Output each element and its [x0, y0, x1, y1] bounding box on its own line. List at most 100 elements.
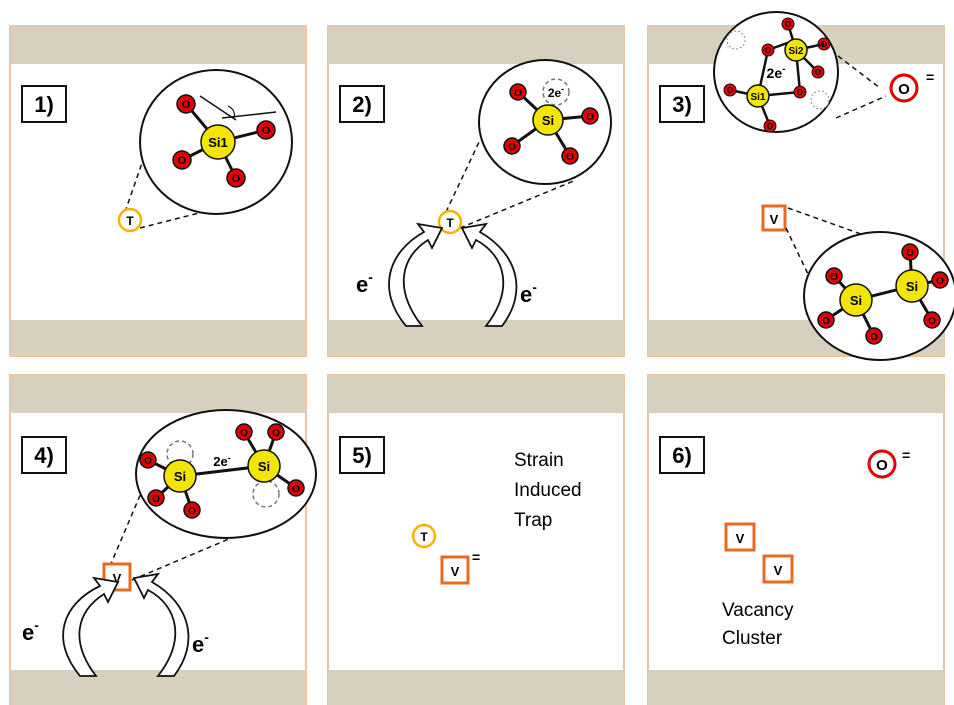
caption-line: Induced: [514, 480, 582, 501]
silicon-atom: [746, 84, 770, 108]
two-electron-label: 2e-: [548, 84, 564, 100]
svg-text:O: O: [232, 173, 241, 185]
two-electron-label: 2e-: [767, 64, 786, 81]
oxygen-atom: [147, 489, 165, 507]
oxygen-atom: [561, 147, 579, 165]
oxygen-atom: [865, 327, 883, 345]
svg-text:O: O: [906, 248, 914, 259]
svg-text:O: O: [514, 88, 522, 99]
svg-text:Si1: Si1: [208, 135, 228, 150]
svg-text:O: O: [870, 332, 878, 343]
electron-label: e-: [356, 269, 373, 297]
oxygen-atom: [931, 271, 949, 289]
oxygen-atom: [825, 267, 843, 285]
panel-5-label: 5): [352, 443, 372, 468]
oxygen-atom: [581, 107, 599, 125]
caption-line: Cluster: [722, 628, 783, 649]
oxygen-atom: [287, 479, 305, 497]
svg-text:Si: Si: [542, 113, 554, 128]
svg-text:O: O: [586, 112, 594, 123]
vacancy-cluster-caption: Vacancy Cluster: [722, 600, 794, 649]
electron-arrow-right: [132, 572, 190, 677]
panel-5-label-box: 5): [339, 436, 385, 474]
svg-text:O: O: [767, 122, 773, 131]
svg-text:O: O: [262, 125, 271, 137]
svg-text:O: O: [830, 272, 838, 283]
svg-text:O: O: [876, 457, 888, 474]
silicon-atom: [839, 283, 873, 317]
panel-3-label-box: 3): [659, 85, 705, 123]
svg-text:O: O: [508, 142, 516, 153]
svg-text:O: O: [240, 428, 248, 439]
oxygen-atom: [139, 451, 157, 469]
panel-1-zoom: O O O O Si1: [124, 69, 293, 229]
svg-text:O: O: [822, 316, 830, 327]
svg-text:T: T: [446, 216, 454, 230]
silicon-atom: [532, 104, 564, 136]
oxygen-atom: [723, 83, 737, 97]
oxygen-atom: [793, 85, 807, 99]
oxygen-atom: [763, 119, 777, 133]
panel-1-label-box: 1): [21, 85, 67, 123]
vacancy-marker: V: [762, 554, 794, 584]
vacancy-marker: V =: [440, 549, 480, 585]
oxygen-atom: [811, 65, 825, 79]
oxygen-atom: [761, 43, 775, 57]
strain-induced-trap-caption: Strain Induced Trap: [514, 450, 582, 531]
trap-marker: T: [117, 207, 143, 233]
panel-2-label: 2): [352, 92, 372, 117]
oxygen-atom: [226, 168, 246, 188]
svg-text:O: O: [144, 456, 152, 467]
electron-arrow-right: [460, 222, 518, 327]
oxygen-atom: [901, 243, 919, 261]
svg-text:O: O: [797, 88, 803, 97]
oxygen-ion-marker: O =: [867, 447, 910, 479]
svg-text:Si: Si: [174, 469, 186, 484]
svg-text:O: O: [182, 99, 191, 111]
panel-6-label: 6): [672, 443, 692, 468]
svg-text:V: V: [113, 571, 122, 586]
caption-line: Vacancy: [722, 600, 794, 621]
svg-text:=: =: [902, 447, 910, 463]
panel-2-zoom: 2e- O O O O Si: [445, 59, 612, 229]
svg-text:=: =: [926, 69, 934, 85]
trap-marker: T: [437, 209, 463, 235]
silicon-atom: [163, 459, 197, 493]
caption-line: Trap: [514, 510, 552, 531]
silicon-atom: [895, 269, 929, 303]
panel-3-label: 3): [672, 92, 692, 117]
panel-2-label-box: 2): [339, 85, 385, 123]
oxygen-atom: [781, 17, 795, 31]
svg-text:V: V: [451, 564, 460, 579]
oxygen-atom: [267, 423, 285, 441]
svg-text:Si: Si: [850, 293, 862, 308]
svg-text:V: V: [770, 212, 779, 227]
oxygen-atom: [235, 423, 253, 441]
panel-6: [647, 374, 945, 705]
svg-text:Si: Si: [906, 279, 918, 294]
panel-3-bottom-zoom: O O O O O O Si Si: [785, 207, 954, 361]
electron-arrow-left: [388, 222, 444, 327]
svg-text:O: O: [152, 494, 160, 505]
svg-text:T: T: [126, 214, 134, 228]
svg-text:O: O: [936, 276, 944, 287]
svg-text:O: O: [815, 68, 821, 77]
svg-text:V: V: [736, 531, 745, 546]
svg-text:O: O: [292, 484, 300, 495]
panel-5: [327, 374, 625, 705]
electron-label: e-: [22, 617, 39, 645]
panel-4-label-box: 4): [21, 436, 67, 474]
svg-text:=: =: [472, 549, 480, 565]
trap-marker: T: [411, 523, 437, 549]
oxygen-atom: [817, 311, 835, 329]
electron-arrow-left: [62, 576, 120, 677]
svg-text:O: O: [765, 46, 771, 55]
oxygen-ion-marker: O =: [889, 69, 934, 103]
oxygen-atom: [256, 120, 276, 140]
svg-text:O: O: [898, 81, 910, 98]
panel-1-label: 1): [34, 92, 54, 117]
svg-text:O: O: [785, 20, 791, 29]
oxygen-atom: [923, 311, 941, 329]
electron-label: e-: [520, 279, 537, 307]
